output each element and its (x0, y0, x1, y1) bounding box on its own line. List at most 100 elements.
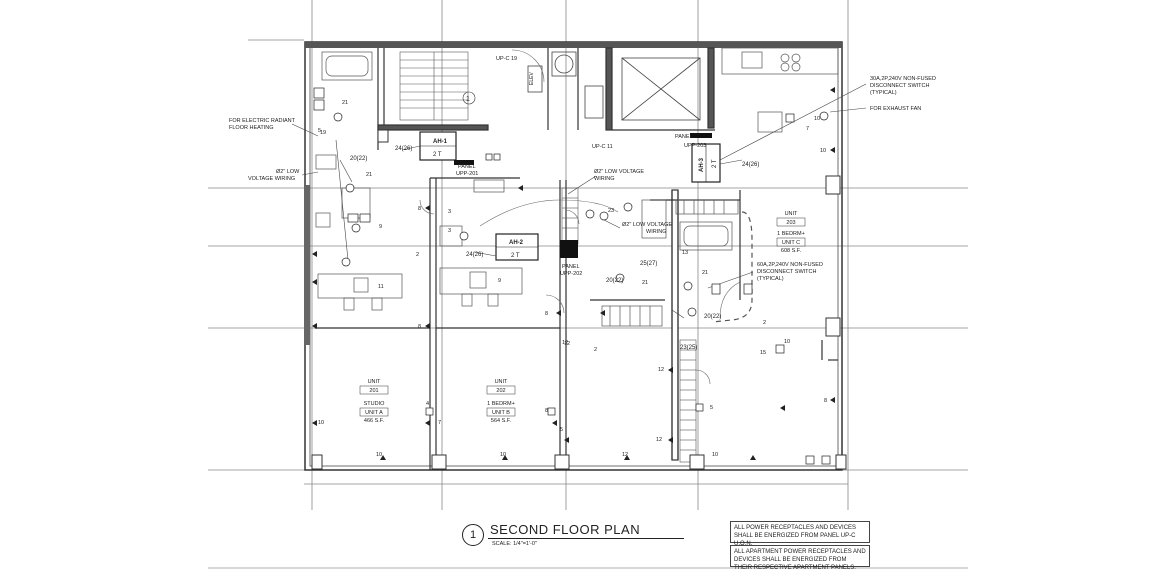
low-voltage-right-line2: WIRING (646, 229, 666, 235)
unit-201-area: 466 S.F. (364, 418, 385, 424)
circuit-number: 5 (710, 405, 713, 411)
stair-number: 1 (466, 96, 470, 103)
kitchens-201-202 (317, 179, 523, 311)
circuit-number: 5 (560, 427, 563, 433)
receptacle-marks (312, 87, 835, 460)
circuit-number: 10 (376, 452, 382, 458)
circuit-number: 12 (562, 340, 568, 346)
general-note-2: ALL APARTMENT POWER RECEPTACLES AND DEVI… (730, 545, 870, 571)
circuit-label-ahu2: 24(26) (466, 252, 483, 258)
radiant-heat-line2: FLOOR HEATING (229, 125, 274, 131)
kitchen-203 (721, 47, 839, 133)
unit-201-label: UNIT 201 STUDIO UNIT A 466 S.F. (359, 379, 389, 424)
circuit-number: 9 (498, 278, 501, 284)
disconnect-30a-line2: DISCONNECT SWITCH (870, 83, 930, 89)
panel-upp203-id: UPP-203 (684, 143, 706, 149)
circuit-number: 19 (320, 130, 326, 136)
ahu3-capacity: 2 T (712, 159, 718, 168)
circuit-number: 2 (416, 252, 419, 258)
circuit-label-202: 20(22) (606, 278, 623, 284)
ahu1-capacity: 2 T (433, 152, 442, 158)
bath-201 (315, 51, 373, 228)
panel-upp203-label: PANEL (675, 134, 693, 140)
circuit-label-203: 20(22) (704, 314, 721, 320)
circuit-number: 10 (500, 452, 506, 458)
low-voltage-left-line2: VOLTAGE WIRING (248, 176, 295, 182)
device-symbols (313, 87, 831, 465)
unit-202-label: UNIT 202 1 BEDRM+ UNIT B 564 S.F. (486, 379, 516, 424)
circuit-number: 15 (760, 350, 766, 356)
drawing-number: 1 (462, 524, 484, 546)
circuit-number: 5 (318, 128, 321, 134)
columns (311, 129, 847, 470)
circuit-number: 12 (658, 367, 664, 373)
circuit-number: 2 (594, 347, 597, 353)
ahu3-name: AH-3 (699, 157, 705, 172)
unit-201-number: 201 (369, 388, 378, 394)
circuit-number: 21 (702, 270, 708, 276)
circuit-number: 10 (784, 339, 790, 345)
panel-upp202-label: PANEL (562, 264, 580, 270)
unit-203-label: UNIT 203 1 BEDRM+ UNIT C 608 S.F. (776, 211, 806, 254)
circuit-number: 10 (712, 452, 718, 458)
circuit-label-ahu3: 24(26) (742, 162, 759, 168)
stair (399, 51, 476, 121)
title-underline (488, 538, 684, 539)
circuit-number: 8 (418, 324, 421, 330)
circuit-number: 10 (820, 148, 826, 154)
circuit-number: 23 (608, 208, 614, 214)
electrical-panels (454, 133, 712, 258)
unit-203-title: UNIT (785, 211, 798, 217)
unit-202-area: 564 S.F. (491, 418, 512, 424)
elevator (527, 51, 701, 121)
circuit-number: 12 (622, 452, 628, 458)
radiant-heat-line1: FOR ELECTRIC RADIANT (229, 118, 296, 124)
circuit-number: 7 (438, 420, 441, 426)
ahu2-capacity: 2 T (511, 253, 520, 259)
drawing-scale: SCALE: 1/4"=1'-0" (492, 541, 537, 547)
circuit-number: 12 (564, 341, 570, 347)
circuit-label-ahu1: 24(26) (395, 146, 412, 152)
circuit-number: 21 (642, 280, 648, 286)
unit-201-tag: UNIT A (365, 410, 383, 416)
unit-201-title: UNIT (368, 379, 381, 385)
panel-upp202-id: UPP-202 (560, 271, 582, 277)
circuit-number: 3 (448, 228, 451, 234)
circuit-number: 3 (448, 209, 451, 215)
disconnect-30a-line3: (TYPICAL) (870, 90, 897, 96)
exhaust-fan-note: FOR EXHAUST FAN (870, 106, 921, 112)
closets (561, 187, 697, 463)
unit-202-type: 1 BEDRM+ (487, 401, 515, 407)
unit-203-tag: UNIT C (782, 240, 800, 246)
general-note-1: ALL POWER RECEPTACLES AND DEVICES SHALL … (730, 521, 870, 547)
disconnect-60a-line3: (TYPICAL) (757, 276, 784, 282)
circuit-number: 8 (824, 398, 827, 404)
unit-202-number: 202 (496, 388, 505, 394)
circuit-number: 10 (318, 420, 324, 426)
circuit-numbers: 21 21 19 10 7 10 9 3 5 8 8 3 2 11 9 8 10… (318, 100, 827, 458)
ahu2-name: AH-2 (509, 240, 524, 246)
unit-201-type: STUDIO (364, 401, 386, 407)
circuit-label-25-27: 25(27) (640, 261, 657, 267)
disconnect-60a-line2: DISCONNECT SWITCH (757, 269, 817, 275)
circuit-number: 7 (806, 126, 809, 132)
circuit-number: 9 (379, 224, 382, 230)
circuit-label-23-25: 23(25) (680, 345, 697, 351)
door-swings (419, 49, 741, 385)
unit-203-number: 203 (786, 220, 795, 226)
circuit-number: 8 (545, 408, 548, 414)
drawing-title: SECOND FLOOR PLAN (490, 522, 641, 537)
low-voltage-mid-line2: WIRING (594, 176, 614, 182)
disconnect-30a-line1: 30A,2P,240V NON-FUSED (870, 76, 936, 82)
circuit-label-201: 20(22) (350, 156, 367, 162)
low-voltage-left-line1: Ø2" LOW (276, 169, 300, 175)
panel-upp201-label: PANEL (458, 164, 476, 170)
low-voltage-mid-line1: Ø2" LOW VOLTAGE (594, 169, 644, 175)
circuit-number: 2 (763, 320, 766, 326)
circuit-number: 4 (426, 401, 429, 407)
circuit-number: 12 (656, 437, 662, 443)
low-voltage-right-line1: Ø2" LOW VOLTAGE (622, 222, 672, 228)
elevator-tag: ELEV (529, 72, 535, 85)
exterior-walls (304, 41, 843, 471)
